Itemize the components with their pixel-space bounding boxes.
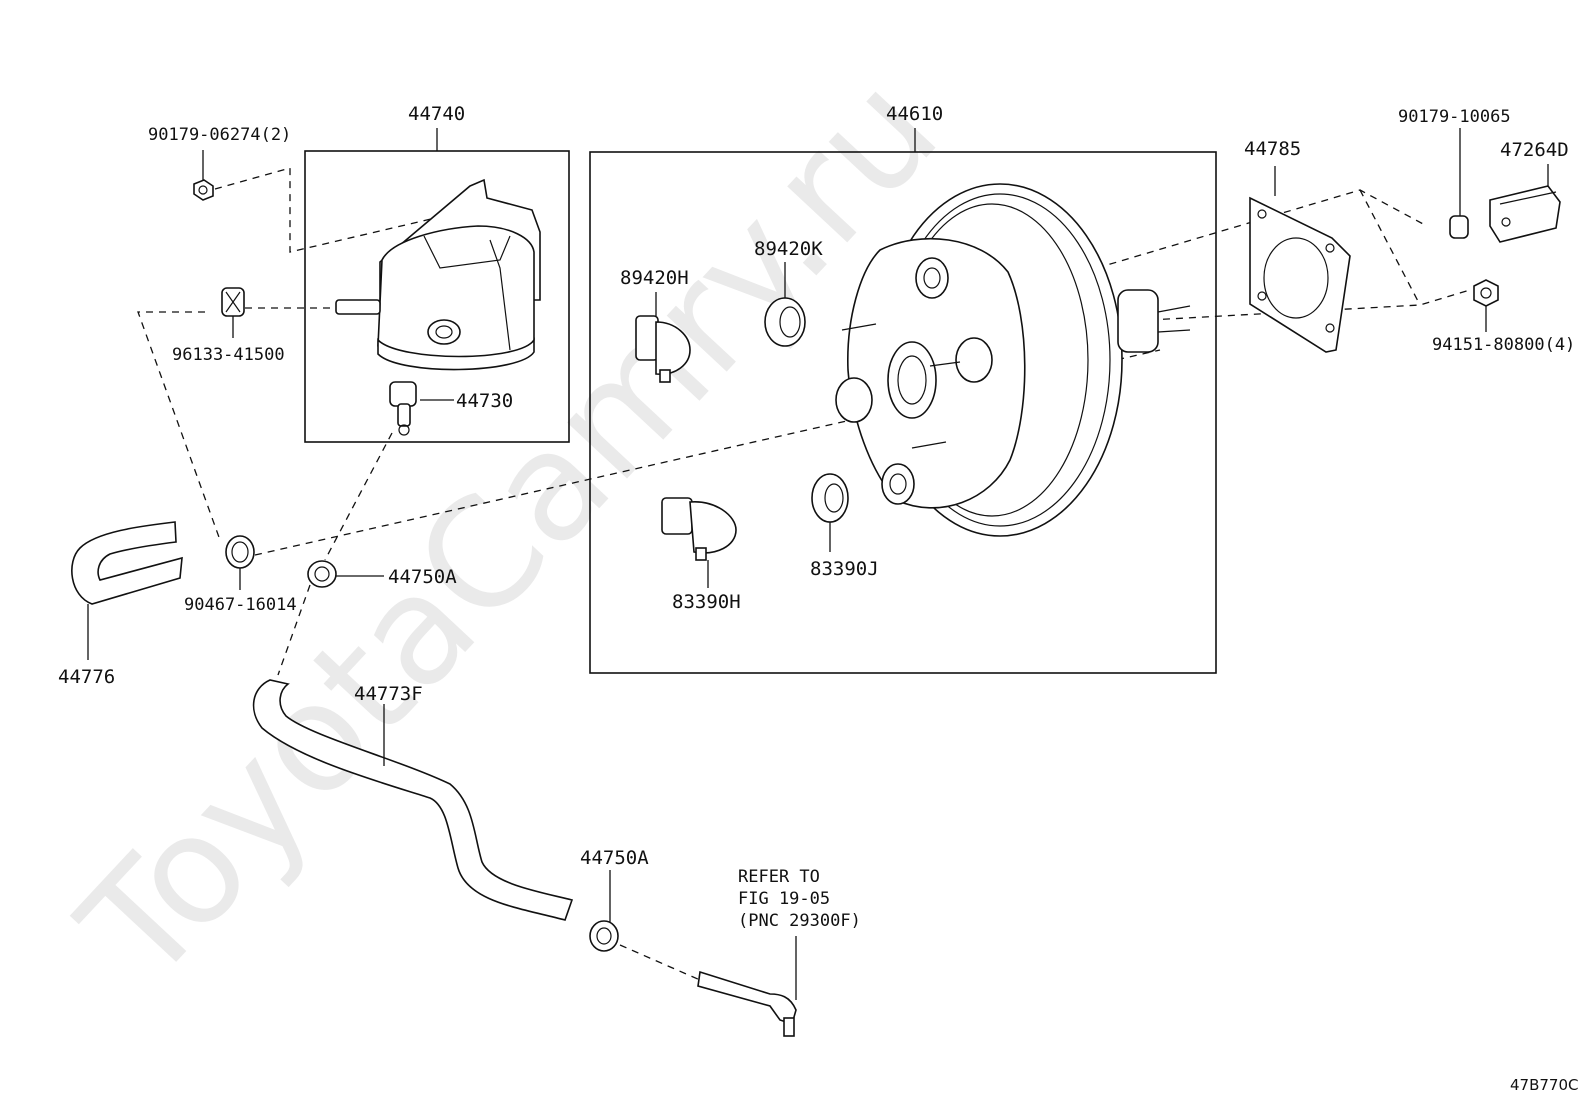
label-44785: 44785: [1244, 138, 1301, 160]
label-90179-10065: 90179-10065: [1398, 107, 1511, 127]
gasket-44785: [1249, 196, 1351, 353]
leader-lines: [87, 128, 1549, 1000]
label-44773f: 44773F: [354, 683, 423, 705]
label-44750a-upper: 44750A: [388, 566, 457, 588]
nut-90179-10065: [1449, 215, 1469, 239]
refer-line-2: FIG 19-05: [738, 889, 830, 909]
brake-booster-44610: [835, 183, 1191, 537]
part-labels: 44740 44610 90179-06274(2) 96133-41500 4…: [58, 103, 1578, 1094]
label-94151-80800: 94151-80800(4): [1432, 335, 1575, 355]
label-47264d: 47264D: [1500, 139, 1569, 161]
label-44740: 44740: [408, 103, 465, 125]
nut-90179-06274: [193, 179, 214, 201]
label-89420k: 89420K: [754, 238, 823, 260]
nut-94151-80800: [1473, 279, 1499, 307]
clevis-47264d: [1489, 185, 1561, 243]
level-sensor-44730: [389, 381, 417, 436]
clamp-90467-16014: [225, 535, 255, 569]
label-83390h: 83390H: [672, 591, 741, 613]
label-44750a-lower: 44750A: [580, 847, 649, 869]
refer-line-3: (PNC 29300F): [738, 911, 861, 931]
label-90179-06274: 90179-06274(2): [148, 125, 291, 145]
label-90467-16014: 90467-16014: [184, 595, 297, 615]
grommet-83390j: [811, 473, 849, 523]
brake-reservoir-44740: [335, 178, 541, 371]
pressure-sensor-89420h: [635, 315, 691, 383]
booster-group-box: [589, 151, 1217, 674]
label-44776: 44776: [58, 666, 115, 688]
watermark-text: ToyotaCamry.ru: [48, 44, 971, 1016]
grommet-89420k: [764, 297, 806, 347]
label-83390j: 83390J: [810, 558, 879, 580]
label-89420h: 89420H: [620, 267, 689, 289]
hose-44773f: [252, 679, 574, 921]
clip-96133-41500: [221, 287, 245, 317]
label-44730: 44730: [456, 390, 513, 412]
refer-line-1: REFER TO: [738, 867, 820, 887]
clamp-44750a-lower: [589, 920, 619, 952]
sensor-83390h: [661, 497, 737, 561]
hose-44776: [71, 521, 183, 605]
vacuum-pipe-29300f: [697, 970, 797, 1037]
figure-code: 47B770C: [1510, 1076, 1578, 1094]
clamp-44750a-upper: [307, 560, 337, 588]
label-44610: 44610: [886, 103, 943, 125]
label-96133-41500: 96133-41500: [172, 345, 285, 365]
watermark: ToyotaCamry.ru: [48, 44, 971, 1016]
